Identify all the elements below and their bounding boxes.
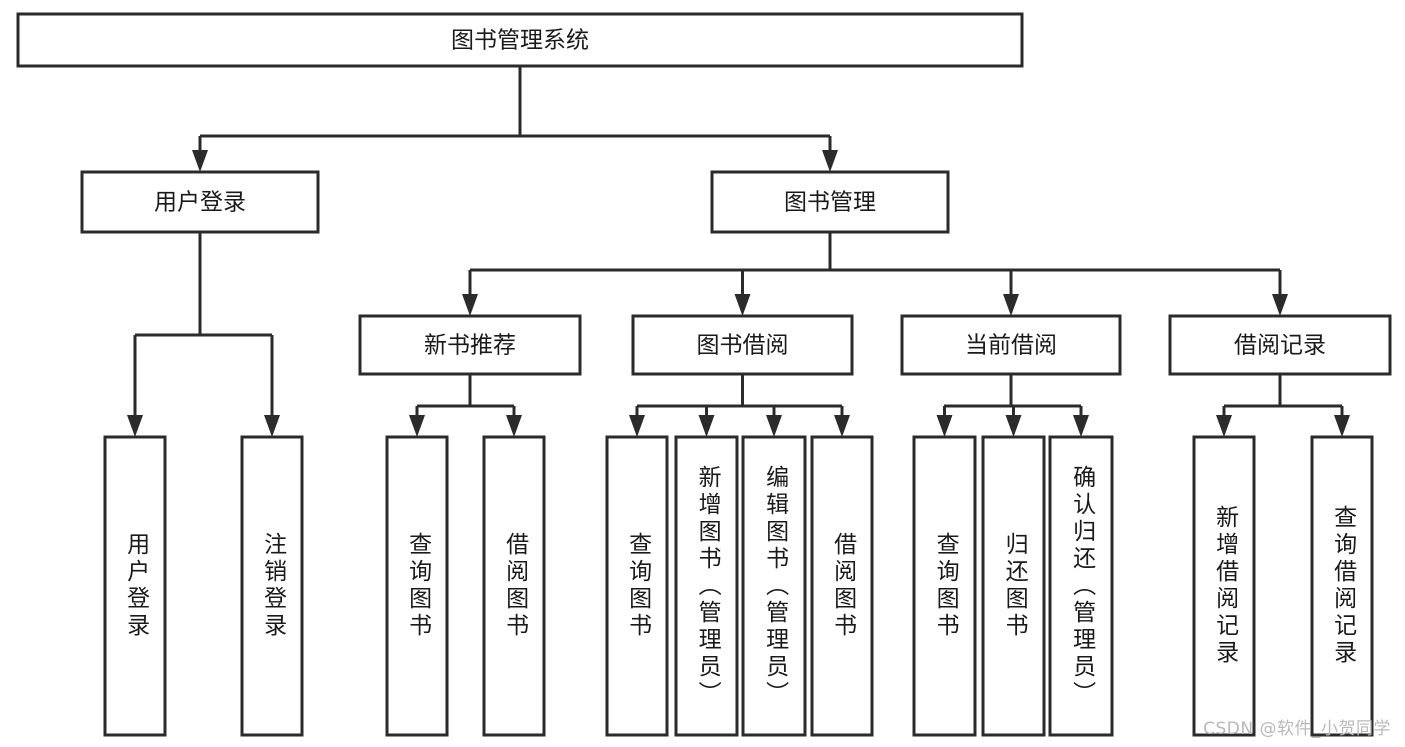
node-box-leaf-query-record[interactable] <box>1310 435 1374 737</box>
node-box-borrow-record[interactable] <box>1168 314 1392 376</box>
connector-group-borrow-record <box>1216 374 1350 437</box>
node-box-leaf-query-book-cur[interactable] <box>912 435 977 737</box>
node-box-book-manage[interactable] <box>710 170 950 234</box>
arrow-head-icon <box>1003 294 1019 316</box>
node-label-user-login: 用户登录 <box>154 190 246 216</box>
arrow-head-icon <box>822 150 838 172</box>
node-label-borrow-record: 借阅记录 <box>1234 333 1326 359</box>
arrow-head-icon <box>1334 415 1350 437</box>
node-box-leaf-user-login[interactable] <box>103 435 167 737</box>
arrow-head-icon <box>734 294 751 316</box>
arrow-head-icon <box>766 415 782 437</box>
connector-layer <box>127 66 1350 437</box>
node-box-layer <box>16 12 1392 737</box>
arrow-head-icon <box>264 415 280 437</box>
node-box-leaf-edit-book[interactable] <box>741 435 807 737</box>
node-box-leaf-query-book-rec[interactable] <box>385 435 449 737</box>
node-box-leaf-borrow-book[interactable] <box>810 435 874 737</box>
arrow-head-icon <box>834 415 850 437</box>
connector-group-book-borrow <box>629 374 850 437</box>
arrow-head-icon <box>409 415 425 437</box>
node-label-current-borrow: 当前借阅 <box>965 333 1057 359</box>
arrow-head-icon <box>698 415 715 437</box>
connector-group-new-book-rec <box>409 374 522 437</box>
arrow-head-icon <box>1216 415 1232 437</box>
arrow-head-icon <box>1073 415 1089 437</box>
arrow-head-icon <box>462 294 478 316</box>
arrow-head-icon <box>192 150 208 172</box>
node-box-root[interactable] <box>16 12 1024 68</box>
node-label-new-book-rec: 新书推荐 <box>424 333 516 359</box>
node-box-new-book-rec[interactable] <box>358 314 582 376</box>
node-box-current-borrow[interactable] <box>900 314 1122 376</box>
node-box-leaf-query-book-borrow[interactable] <box>605 435 669 737</box>
arrow-head-icon <box>506 415 522 437</box>
node-box-book-borrow[interactable] <box>631 314 854 376</box>
connector-group-current-borrow <box>936 374 1089 437</box>
node-box-leaf-logout[interactable] <box>240 435 304 737</box>
node-box-leaf-add-book[interactable] <box>674 435 739 737</box>
arrow-head-icon <box>1005 415 1022 437</box>
arrow-head-icon <box>629 415 645 437</box>
node-label-book-borrow: 图书借阅 <box>697 333 789 359</box>
arrow-head-icon <box>1272 294 1288 316</box>
node-label-book-manage: 图书管理 <box>784 190 876 216</box>
node-label-root: 图书管理系统 <box>451 28 589 54</box>
watermark-text: CSDN @软件_小贺同学 <box>1203 719 1391 739</box>
node-box-leaf-borrow-book-rec[interactable] <box>482 435 546 737</box>
node-box-leaf-add-record[interactable] <box>1192 435 1256 737</box>
connector-group-book-manage <box>462 232 1288 316</box>
node-box-user-login[interactable] <box>80 170 320 234</box>
connector-group-root <box>192 66 838 172</box>
node-box-leaf-return-book[interactable] <box>981 435 1046 737</box>
connector-group-user-login <box>127 232 280 437</box>
arrow-head-icon <box>936 415 953 437</box>
node-box-leaf-confirm-return[interactable] <box>1048 435 1114 737</box>
arrow-head-icon <box>127 415 143 437</box>
